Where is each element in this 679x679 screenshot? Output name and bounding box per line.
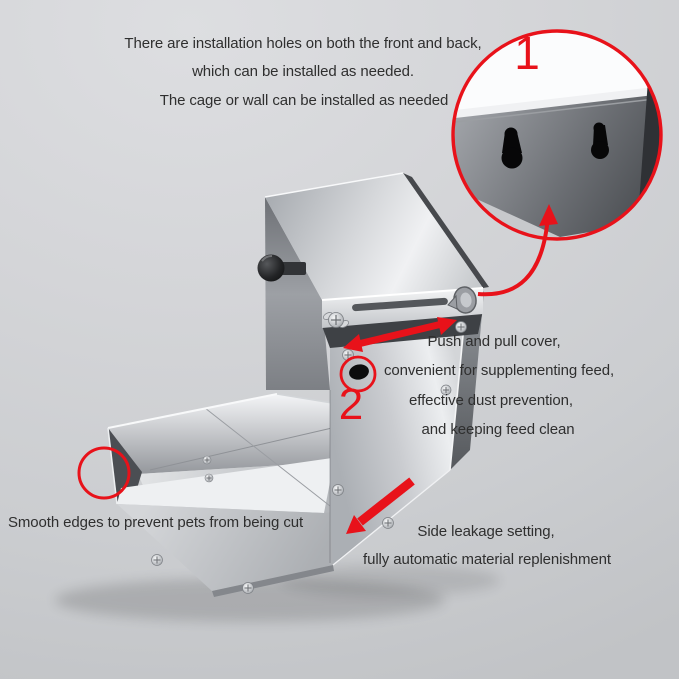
push-pull-line-2: convenient for supplementing feed, (383, 362, 615, 379)
callout-number-1: 1 (514, 27, 540, 79)
keyhole-left (501, 127, 523, 169)
push-pull-slot (352, 297, 448, 312)
side-leakage-arrow (346, 477, 415, 534)
magnifier-inset (451, 29, 663, 241)
push-pull-line-1: Push and pull cover, (427, 333, 561, 350)
smooth-edges-note: Smooth edges to prevent pets from being … (8, 514, 304, 531)
red-annotations (77, 204, 558, 534)
hole-callout-circle (339, 355, 377, 393)
ground-shadow (55, 564, 500, 622)
callout-number-2: 2 (338, 380, 364, 429)
wing-screw (322, 312, 350, 328)
side-knob (257, 254, 306, 282)
smooth-edge-circle (77, 446, 131, 500)
feeder-trough (107, 393, 333, 514)
feeder-lid (264, 172, 489, 328)
side-leakage-line-2: fully automatic material replenishment (363, 551, 611, 568)
magnifier-circle (451, 29, 663, 241)
keyhole-right (591, 122, 609, 159)
lid-handle-recess (447, 286, 477, 314)
installation-hole (349, 364, 369, 380)
side-leakage-line-1: Side leakage setting, (417, 523, 555, 540)
installation-note-line-2: which can be installed as needed. (192, 63, 414, 80)
screws (151, 321, 467, 594)
leader-arrow-to-inset (477, 204, 558, 297)
push-pull-double-arrow (343, 317, 457, 352)
push-pull-line-3: effective dust prevention, (409, 392, 573, 409)
installation-note-line-3: The cage or wall can be installed as nee… (159, 92, 449, 109)
push-pull-line-4: and keeping feed clean (421, 421, 575, 438)
installation-note-line-1: There are installation holes on both the… (124, 35, 482, 52)
